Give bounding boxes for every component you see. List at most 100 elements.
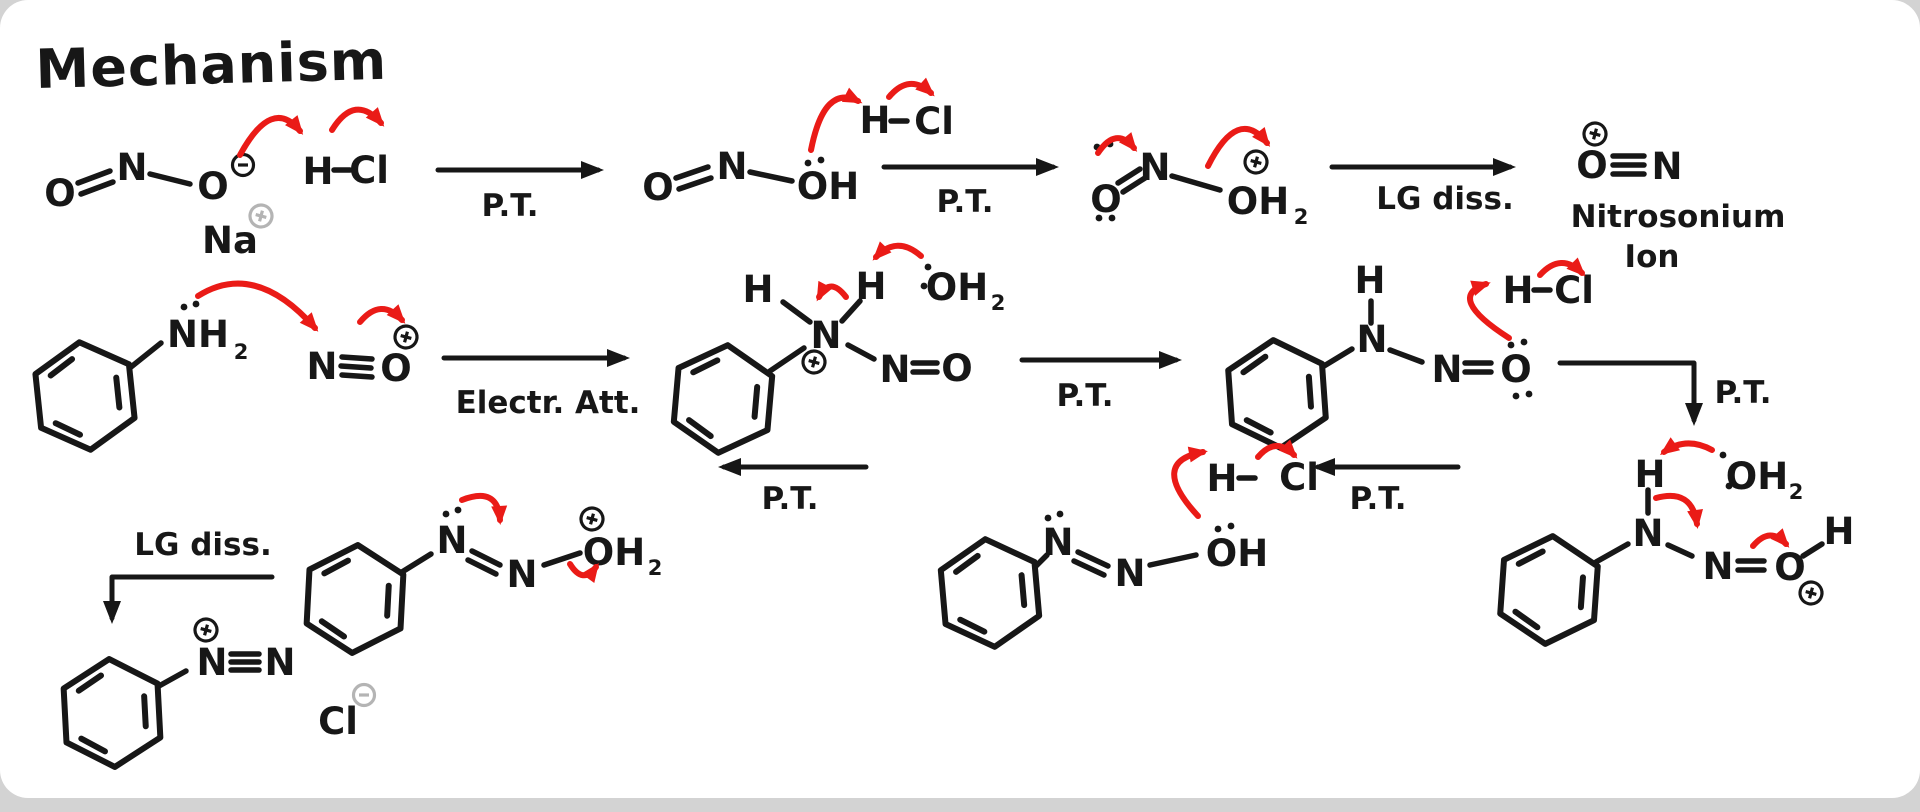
single-bond [1665, 542, 1695, 559]
curved-arrow-water-to-h [872, 241, 924, 261]
curved-arrow-no-to-o [1750, 528, 1790, 549]
single-bond [147, 171, 193, 187]
lone-pair-dot [924, 263, 932, 271]
group-amine: NH [167, 313, 229, 356]
step-label-lg-diss: LG diss. [1376, 181, 1514, 217]
atom-nitrogen: N [880, 348, 911, 391]
lone-pair-dot [1507, 341, 1515, 349]
atom-oxygen: O [380, 347, 411, 390]
curved-arrow-amine-to-nitrosonium [195, 280, 319, 332]
molecule-water-2: OH 2 [1719, 451, 1803, 504]
benzene-ring [938, 535, 1041, 651]
structure-protonated-nitrosamine: H N N O H [1498, 453, 1854, 647]
plus-charge-icon [576, 503, 608, 535]
minus-charge-icon [351, 682, 377, 708]
double-bond [1115, 166, 1148, 195]
single-bond [1147, 552, 1199, 568]
single-bond [156, 668, 189, 689]
double-bond [75, 168, 116, 197]
double-bond [1071, 549, 1111, 578]
atom-oxygen: O [197, 165, 228, 208]
benzene-ring [33, 337, 138, 454]
minus-charge-icon [230, 152, 256, 178]
subscript-two: 2 [991, 291, 1006, 315]
atom-oxygen: O [1774, 546, 1805, 589]
subscript-two: 2 [234, 340, 249, 364]
lone-pair-dot [1095, 214, 1103, 222]
atom-nitrogen: N [1633, 512, 1664, 555]
atom-hydrogen: H [856, 265, 887, 308]
atom-nitrogen: N [1357, 318, 1388, 361]
structure-diazohydroxide: N N OH [938, 510, 1268, 651]
atom-nitrogen: N [265, 641, 296, 684]
curved-arrow-oh-to-h [808, 87, 863, 153]
reaction-arrow-2: P.T. [881, 158, 1059, 220]
lone-pair-dot [180, 303, 188, 311]
benzene-ring [1498, 533, 1599, 647]
atom-sodium: Na [202, 219, 258, 262]
structure-nitrous-acid: O N OH [642, 145, 859, 209]
atom-nitrogen: N [307, 345, 338, 388]
step-label-pt: P.T. [936, 184, 993, 220]
triple-bond [338, 354, 375, 380]
molecule-water-1: OH 2 [920, 263, 1006, 315]
atom-nitrogen: N [197, 641, 228, 684]
benzene-ring [1226, 337, 1327, 451]
structure-protonated-diazohydroxide: N N OH 2 [305, 503, 663, 656]
benzene-ring [62, 657, 162, 770]
lone-pair-dot [1719, 451, 1727, 459]
lone-pair-dot [1056, 510, 1064, 518]
curved-arrow-nh-to-n [816, 280, 849, 302]
lone-pair-dot [1725, 482, 1733, 490]
curved-arrow-bond-to-water [1205, 125, 1271, 169]
reaction-arrow-6: P.T. [1557, 360, 1772, 426]
atom-nitrogen: N [1703, 545, 1734, 588]
structure-aniline: NH 2 [33, 300, 249, 455]
benzene-ring [305, 543, 405, 656]
single-bond [1321, 346, 1355, 369]
structure-protonated-nitrous-acid: O N OH 2 [1090, 140, 1308, 229]
atom-hydrogen: H [1503, 269, 1534, 312]
curved-arrow-bond-to-water [567, 561, 599, 584]
structure-n-nitroso-ammonium: H N H N O [671, 265, 973, 457]
reaction-arrow-8: P.T. [718, 458, 869, 517]
lone-pair-dot [817, 156, 825, 164]
atom-hydrogen: H [1207, 457, 1238, 500]
lone-pair-dot [920, 282, 928, 290]
subscript-two: 2 [648, 556, 663, 580]
lone-pair-dot [1525, 390, 1533, 398]
structure-sodium-nitrite: O N O Na [44, 146, 277, 262]
reaction-arrow-7: P.T. [1312, 458, 1461, 517]
curved-arrow-water-to-h [1659, 437, 1715, 455]
group-hydroxyl: OH [1206, 532, 1268, 575]
single-bond [1387, 347, 1425, 365]
structure-diazonium-salt: N N Cl [62, 614, 377, 770]
lone-pair-dot [1520, 338, 1528, 346]
lone-pair-dot [804, 159, 812, 167]
molecule-hcl-1: H Cl [303, 149, 389, 193]
benzene-ring [671, 341, 774, 457]
lone-pair-dot [1512, 392, 1520, 400]
curved-arrow-lone-pair-to-nn [459, 493, 508, 525]
structure-nitrosonium-ion: O N [1576, 118, 1683, 188]
atom-nitrogen: N [1115, 552, 1146, 595]
lone-pair-dot [1108, 214, 1116, 222]
single-bond [1033, 552, 1050, 569]
atom-nitrogen: N [1652, 145, 1683, 188]
structure-n-nitrosamine: H N N O [1226, 259, 1533, 451]
group-hydroxyl: OH [1726, 455, 1788, 498]
group-hydroxyl: OH [797, 165, 859, 208]
curved-arrow-hcl-to-cl [1255, 439, 1298, 460]
nitrosonium-label: Nitrosonium Ion [1571, 199, 1786, 275]
double-bond [1735, 558, 1767, 573]
atom-oxygen: O [1500, 348, 1531, 391]
molecule-hcl-4: H Cl [1207, 456, 1319, 500]
single-bond [541, 550, 583, 568]
single-bond [1593, 541, 1631, 565]
curved-arrow-hcl-to-cl [329, 106, 385, 133]
atom-chloride: Cl [318, 700, 358, 743]
lone-pair-dot [454, 506, 462, 514]
